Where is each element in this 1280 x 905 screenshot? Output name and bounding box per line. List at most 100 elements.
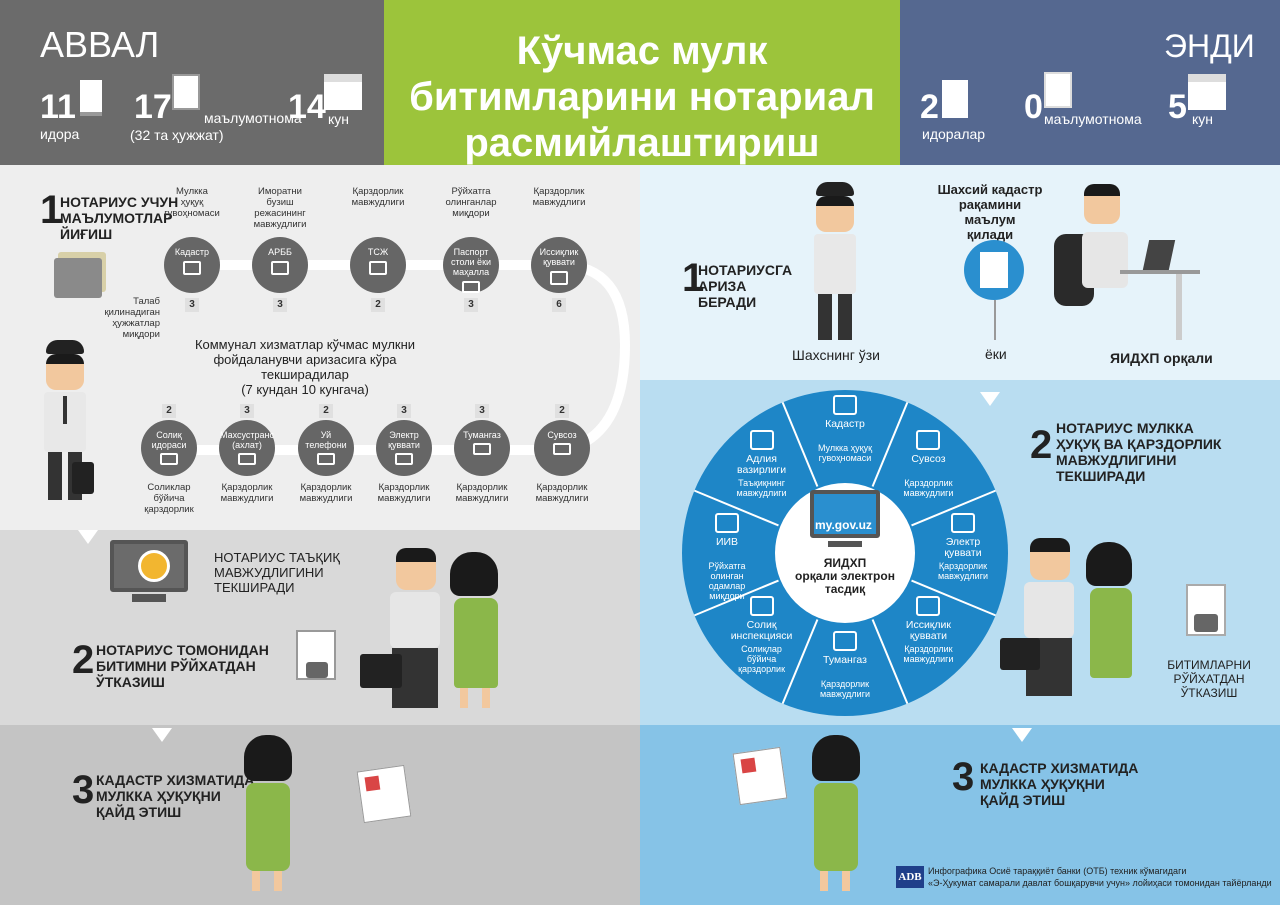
before-docs-num: 17 bbox=[134, 88, 172, 126]
property-certificate-icon bbox=[356, 764, 412, 824]
before-offices-num: 11 bbox=[40, 88, 76, 126]
document-icon bbox=[942, 80, 968, 118]
contract-stamp-icon bbox=[296, 630, 336, 680]
wheel-segment-subtitle: Қарздорлик мавжудлиги bbox=[819, 679, 871, 699]
bottom-row-caption: Соликлар бўйича қарздорлик bbox=[144, 482, 194, 515]
after-step2-title: НОТАРИУС МУЛККА ҲУҚУҚ ВА ҚАРЗДОРЛИК МАВЖ… bbox=[1056, 420, 1222, 484]
monitor-stand bbox=[828, 541, 862, 547]
woman-figure bbox=[800, 735, 870, 895]
before-step3-number: 3 bbox=[72, 768, 95, 812]
self-label: Шахснинг ўзи bbox=[792, 347, 880, 363]
handshake-figures bbox=[1000, 538, 1150, 708]
before-step2-title: НОТАРИУС ТОМОНИДАН БИТИМНИ РЎЙХАТДАН ЎТК… bbox=[96, 642, 269, 690]
flow-path bbox=[160, 260, 631, 455]
before-step1-title: НОТАРИУС УЧУН МАЪЛУМОТЛАР ЙИҒИШ bbox=[60, 194, 179, 242]
service-circle: Иссиқлик қуввати bbox=[531, 237, 587, 293]
footer-line2: «Э-Ҳукумат самарали давлат бошқарувчи уч… bbox=[928, 878, 1272, 888]
phone-icon bbox=[317, 453, 335, 465]
before-step2-area bbox=[0, 530, 640, 725]
before-step3-area bbox=[0, 725, 640, 905]
top-row-caption: Рўйхатга олинганлар миқдори bbox=[445, 186, 497, 219]
service-name: ТСЖ bbox=[367, 247, 389, 257]
after-offices-label: идоралар bbox=[922, 126, 986, 142]
doc-count: 3 bbox=[240, 404, 254, 418]
sign-label: БИТИМЛАРНИ РЎЙХАТДАН ЎТКАЗИШ bbox=[1167, 658, 1251, 700]
wheel-divider bbox=[871, 619, 909, 704]
hand-coins-icon bbox=[160, 453, 178, 465]
bottom-row-caption: Қарздорлик мавжудлиги bbox=[535, 482, 589, 504]
doc-count: 3 bbox=[475, 404, 489, 418]
service-name: Тумангаз bbox=[463, 430, 501, 440]
blank bbox=[271, 261, 289, 275]
before-step1-number: 1 bbox=[40, 188, 63, 232]
desk-figure bbox=[1050, 184, 1200, 344]
wheel-segment-title: Солиқ инспекцияси bbox=[730, 619, 793, 643]
gas-icon bbox=[473, 443, 491, 455]
bathtub-icon bbox=[916, 429, 941, 450]
briefcase-icon bbox=[72, 462, 94, 494]
before-days-num: 14 bbox=[288, 88, 326, 126]
service-name: Солиқ идораси bbox=[151, 430, 187, 450]
hand-coins-icon bbox=[749, 596, 774, 617]
before-step3-title: КАДАСТР ХИЗМАТИДА МУЛККА ҲУҚУҚНИ ҚАЙД ЭТ… bbox=[96, 772, 255, 820]
service-name: АРББ bbox=[268, 247, 292, 257]
wheel-segment-subtitle: Қарздорлик мавжудлиги bbox=[937, 561, 989, 581]
arrow-down-icon bbox=[152, 728, 172, 742]
main-title: Кўчмас мулк битимларини нотариал расмийл… bbox=[409, 29, 875, 165]
man-figure bbox=[810, 182, 860, 342]
folder-icon bbox=[54, 258, 102, 298]
after-step3-title: КАДАСТР ХИЗМАТИДА МУЛККА ҲУҚУҚНИ ҚАЙД ЭТ… bbox=[980, 760, 1139, 808]
wheel-segment-title: Тумангаз bbox=[823, 654, 867, 666]
required-docs-label: Талаб қилинадиган ҳужжатлар миқдори bbox=[104, 296, 160, 340]
shield-icon bbox=[749, 429, 774, 450]
connector-line bbox=[994, 300, 996, 340]
trash-icon bbox=[238, 453, 256, 465]
house-tools-icon bbox=[369, 261, 387, 275]
file-icon bbox=[1044, 72, 1072, 108]
before-docs-label: маълумотнома bbox=[204, 110, 302, 126]
contract-stamp-icon bbox=[1186, 584, 1226, 636]
wheel-segment-title: ИИВ bbox=[715, 536, 739, 548]
doc-count: 2 bbox=[555, 404, 569, 418]
doc-count: 2 bbox=[371, 298, 385, 312]
before-step2-number: 2 bbox=[72, 638, 95, 682]
file-icon bbox=[172, 74, 200, 110]
service-name: Сувсоз bbox=[547, 430, 577, 440]
before-offices-label: идора bbox=[40, 126, 80, 142]
arrow-down-icon bbox=[1012, 728, 1032, 742]
doc-count: 3 bbox=[397, 404, 411, 418]
plug-icon bbox=[951, 513, 975, 533]
wheel-segment-subtitle: Рўйхатга олинган одамлар миқдори bbox=[708, 561, 746, 601]
after-docs-label: маълумотнома bbox=[1044, 111, 1142, 127]
radiator-icon bbox=[916, 596, 941, 617]
handshake-figures bbox=[360, 548, 520, 718]
wheel-segment-subtitle: Қарздорлик мавжудлиги bbox=[903, 644, 954, 665]
id-card-icon bbox=[715, 513, 739, 533]
woman-figure bbox=[232, 735, 302, 895]
or-label: ёки bbox=[985, 346, 1007, 362]
communal-text: Коммунал хизматлар кўчмас мулкни фойдала… bbox=[194, 337, 416, 397]
service-name: Электр қуввати bbox=[388, 430, 420, 450]
calendar-icon bbox=[1188, 74, 1226, 110]
before-check-title: НОТАРИУС ТАЪҚИҚ МАВЖУДЛИГИНИ ТЕКШИРАДИ bbox=[214, 550, 340, 595]
footer-line1: Инфографика Осиё тараққиёт банки (ОТБ) т… bbox=[928, 866, 1187, 876]
wheel-divider bbox=[694, 579, 779, 617]
after-docs-num: 0 bbox=[1024, 88, 1043, 126]
service-circle: АРББ bbox=[252, 237, 308, 293]
top-row-caption: Мулкка ҳуқуқ гувоҳномаси bbox=[164, 186, 220, 219]
people-icon bbox=[462, 281, 480, 293]
service-circle: Уй телефони bbox=[298, 420, 354, 476]
wheel-divider bbox=[781, 402, 819, 487]
arrow-down-icon bbox=[78, 530, 98, 544]
bottom-row-caption: Қарздорлик мавжудлиги bbox=[299, 482, 353, 504]
after-step1-number: 1 bbox=[682, 256, 705, 300]
service-circle: Кадастр bbox=[164, 237, 220, 293]
wheel-segment-title: Иссиқлик қуввати bbox=[905, 619, 951, 643]
service-name: Паспорт столи ёки маҳалла bbox=[450, 247, 492, 277]
after-step2-number: 2 bbox=[1030, 423, 1053, 467]
house-icon bbox=[183, 261, 201, 275]
bottom-row-caption: Қарздорлик мавжудлиги bbox=[455, 482, 509, 504]
before-days-label: кун bbox=[328, 111, 350, 127]
service-circle: Паспорт столи ёки маҳалла bbox=[443, 237, 499, 293]
service-circle: Электр қуввати bbox=[376, 420, 432, 476]
